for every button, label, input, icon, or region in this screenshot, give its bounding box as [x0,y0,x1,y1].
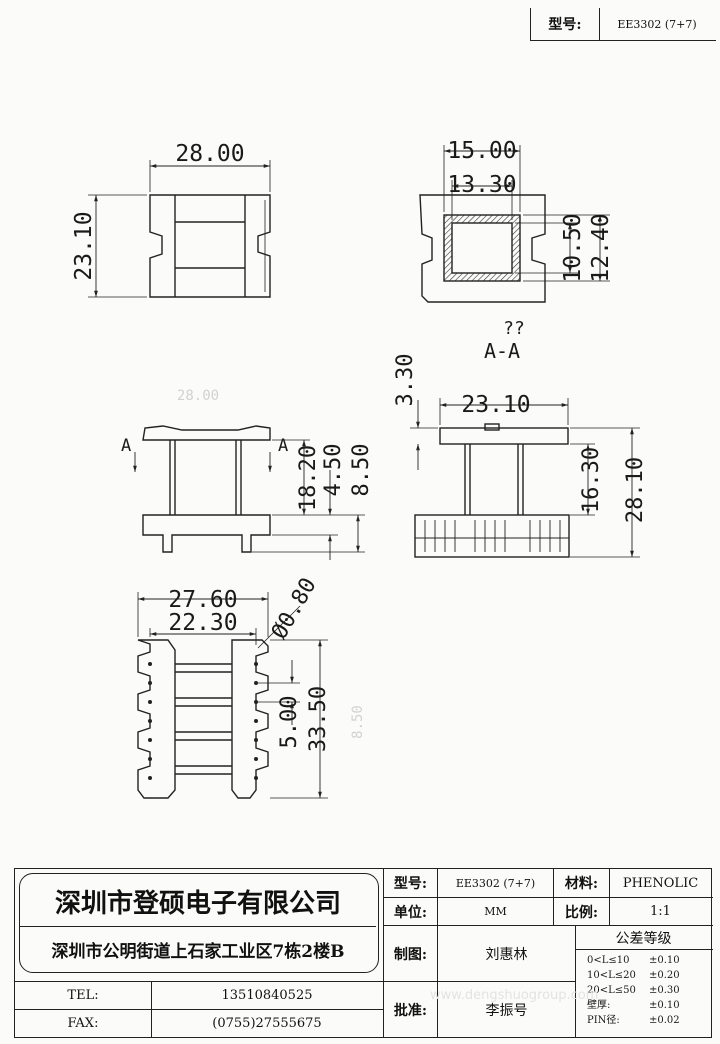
section-note: ?? [503,318,525,339]
section-view [419,145,610,303]
drawn-label: 制图: [393,946,428,963]
bottom-view [137,592,328,799]
model-value: EE3302 (7+7) [455,876,536,890]
side-view-base [414,514,570,558]
top-model-value: EE3302 (7+7) [617,17,697,31]
dim-front-winding-height: 18.20 [296,445,321,511]
tolerance-row: 10<L≤20±0.20 [587,970,680,981]
bottom-view-left-rail [137,639,176,799]
front-ghost-label: 28.00 [177,388,219,404]
approved-label: 批准: [393,1002,428,1019]
dim-side-total-height: 28.10 [623,457,648,523]
dim-top-width: 28.00 [175,141,244,167]
material-value: PHENOLIC [622,875,699,891]
tolerance-row: 壁厚:±0.10 [587,1000,680,1011]
scale-value: 1:1 [650,904,671,919]
dim-bottom-length: 33.50 [306,686,331,752]
dim-side-width: 23.10 [461,392,530,418]
side-view-top-plate [439,427,569,445]
dim-bottom-pin-pitch: 5.00 [277,696,302,749]
fax-label: FAX: [67,1016,99,1031]
bottom-view-right-rail [231,639,269,799]
dim-bottom-inner-span: 22.30 [168,610,237,636]
top-view-outline [149,194,271,298]
section-mark-right: A [278,436,288,456]
tolerance-row: PIN径:±0.02 [587,1015,680,1026]
dim-side-winding-height: 16.30 [579,447,604,513]
front-view [133,425,365,560]
company-box: 深圳市登硕电子有限公司 深圳市公明街道上石家工业区7栋2楼B [19,873,379,973]
dim-bottom-outer-span: 27.60 [168,587,237,613]
section-mark-left: A [121,436,131,456]
company-address: 深圳市公明街道上石家工业区7栋2楼B [51,941,345,962]
watermark: www.dengshuogroup.com [430,988,599,1003]
tolerance-title: 公差等级 [615,930,672,947]
bottom-ghost-label: 8.50 [350,705,366,739]
dim-front-flange-step: 4.50 [321,444,346,497]
dim-top-height: 23.10 [71,211,97,280]
dim-front-flange-height: 8.50 [349,444,374,497]
unit-value: MM [484,905,507,918]
dim-side-top-offset: 3.30 [393,354,418,407]
top-model-label: 型号: [531,8,600,40]
tel-label: TEL: [67,988,99,1003]
top-header: 型号: EE3302 (7+7) [530,8,716,41]
title-block: 深圳市登硕电子有限公司 深圳市公明街道上石家工业区7栋2楼B TEL: 1351… [14,868,713,1038]
top-view [88,160,271,298]
tolerance-row: 0<L≤10±0.10 [587,955,680,966]
side-view [410,398,640,558]
material-label: 材料: [564,876,599,892]
drawn-value: 刘惠林 [485,946,528,963]
dim-section-outer-height: 12.40 [588,213,614,282]
fax-value: (0755)27555675 [212,1016,322,1031]
model-label: 型号: [393,876,428,892]
dim-section-outer-width: 15.00 [447,138,516,164]
dim-section-inner-height: 10.50 [560,213,586,282]
unit-label: 单位: [393,904,428,921]
dim-section-inner-width: 13.30 [447,172,516,198]
tel-value: 13510840525 [221,988,313,1003]
technical-drawing: 28.00 23.10 15.00 13.30 10.50 12.40 ?? A… [71,138,648,799]
dim-bottom-pin-diameter: Ø0.80 [267,574,322,644]
scale-label: 比例: [564,904,599,921]
tolerance-table: 0<L≤10±0.10 10<L≤20±0.20 20<L≤50±0.30 壁厚… [587,953,711,1028]
company-name: 深圳市登硕电子有限公司 [54,888,341,919]
front-view-top-flange [142,425,271,441]
front-view-bottom-flange [142,514,271,553]
tolerance-row: 20<L≤50±0.30 [587,985,680,996]
section-label: A-A [484,339,520,363]
approved-value: 李振号 [485,1002,528,1019]
section-view-outline [419,194,546,303]
